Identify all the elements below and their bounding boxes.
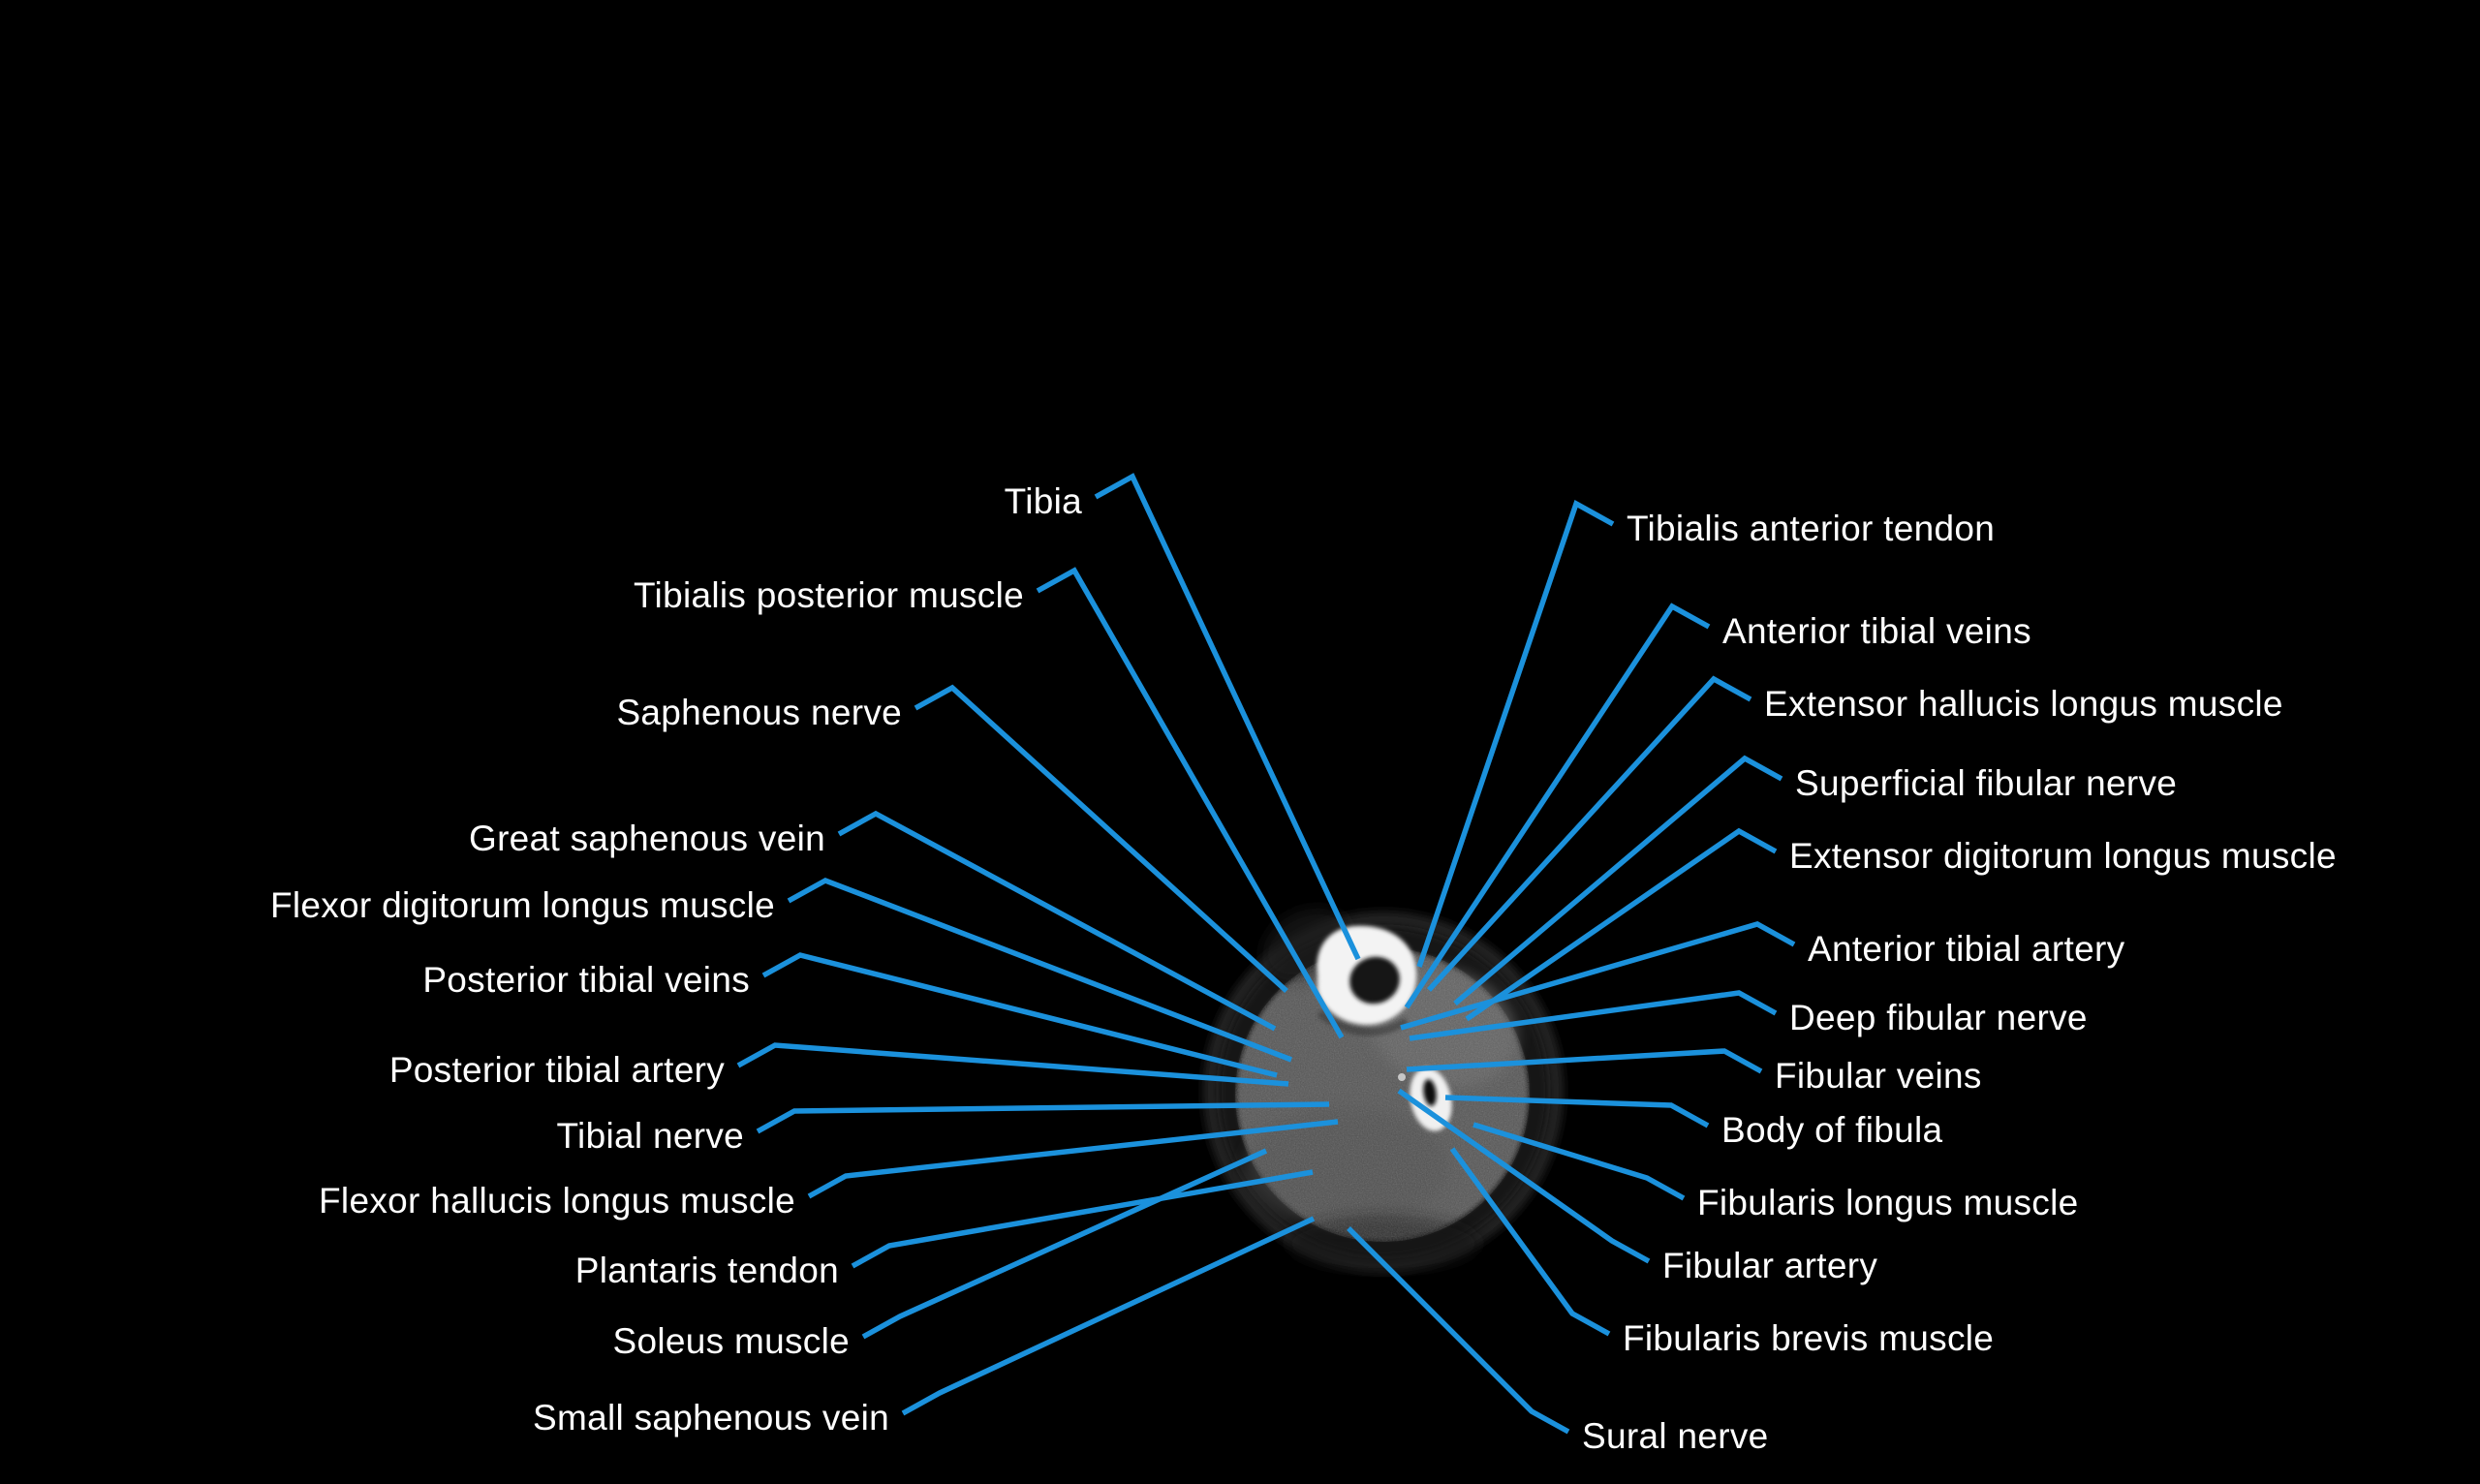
leader-line-fibular-veins [1406,1048,1763,1074]
label-flexor-hallucis-longus-muscle: Flexor hallucis longus muscle [319,1180,795,1221]
label-posterior-tibial-artery: Posterior tibial artery [388,1049,725,1090]
label-body-of-fibula: Body of fibula [1721,1109,1943,1150]
leader-line-small-saphenous-vein [901,1216,1316,1416]
label-anterior-tibial-veins: Anterior tibial veins [1722,610,2031,651]
leader-line-fibularis-longus-muscle [1472,1122,1686,1201]
label-soleus-muscle: Soleus muscle [612,1320,850,1361]
leader-line-soleus-muscle [861,1148,1268,1340]
label-extensor-hallucis-longus-muscle: Extensor hallucis longus muscle [1764,683,2283,724]
leader-line-posterior-tibial-artery [736,1042,1289,1087]
ct-scan-cross-section [1203,908,1564,1273]
label-flexor-digitorum-longus-muscle: Flexor digitorum longus muscle [269,884,775,925]
leader-line-anterior-tibial-veins [1404,603,1711,1009]
leader-line-tibia [1094,473,1361,961]
leader-line-tibialis-posterior-muscle [1036,567,1345,1039]
leader-line-fibular-artery [1397,1088,1651,1264]
anterior-vessel-dot [1398,1073,1406,1081]
leader-lines [736,473,1796,1435]
leader-line-flexor-digitorum-longus-muscle [787,877,1292,1063]
leader-line-saphenous-nerve [914,684,1288,994]
leader-line-flexor-hallucis-longus-muscle [807,1119,1339,1199]
leader-line-posterior-tibial-veins [761,952,1278,1078]
label-fibularis-brevis-muscle: Fibularis brevis muscle [1623,1317,1995,1358]
label-small-saphenous-vein: Small saphenous vein [533,1397,889,1438]
leader-line-deep-fibular-nerve [1409,990,1778,1041]
label-deep-fibular-nerve: Deep fibular nerve [1789,997,2088,1037]
leader-line-tibial-nerve [756,1101,1330,1134]
label-saphenous-nerve: Saphenous nerve [616,692,902,732]
leader-line-plantaris-tendon [851,1169,1314,1269]
label-great-saphenous-vein: Great saphenous vein [468,818,825,858]
label-fibular-artery: Fibular artery [1662,1245,1878,1285]
label-fibular-veins: Fibular veins [1775,1055,1982,1096]
label-superficial-fibular-nerve: Superficial fibular nerve [1795,762,2178,803]
leader-line-fibularis-brevis-muscle [1449,1147,1611,1337]
label-tibia: Tibia [1004,480,1082,521]
label-tibialis-anterior-tendon: Tibialis anterior tendon [1627,508,1996,548]
label-anterior-tibial-artery: Anterior tibial artery [1808,928,2125,969]
label-sural-nerve: Sural nerve [1582,1415,1769,1456]
leader-line-superficial-fibular-nerve [1453,755,1783,1006]
leader-line-anterior-tibial-artery [1400,921,1796,1031]
fibula-medullary-slit [1423,1079,1437,1106]
label-extensor-digitorum-longus-muscle: Extensor digitorum longus muscle [1789,835,2337,876]
label-posterior-tibial-veins: Posterior tibial veins [422,959,750,1000]
leader-line-sural-nerve [1347,1226,1570,1435]
label-plantaris-tendon: Plantaris tendon [574,1250,839,1290]
leader-line-body-of-fibula [1444,1095,1710,1128]
label-tibial-nerve: Tibial nerve [556,1115,744,1156]
leader-line-extensor-digitorum-longus-muscle [1465,827,1778,1022]
leader-line-great-saphenous-vein [837,810,1277,1032]
tibia-medullary-cavity [1349,956,1400,1005]
leader-line-extensor-hallucis-longus-muscle [1426,675,1752,992]
label-tibialis-posterior-muscle: Tibialis posterior muscle [634,574,1024,615]
label-fibularis-longus-muscle: Fibularis longus muscle [1697,1182,2079,1222]
leader-line-tibialis-anterior-tendon [1416,500,1615,968]
ct-grain-texture [1235,947,1530,1242]
